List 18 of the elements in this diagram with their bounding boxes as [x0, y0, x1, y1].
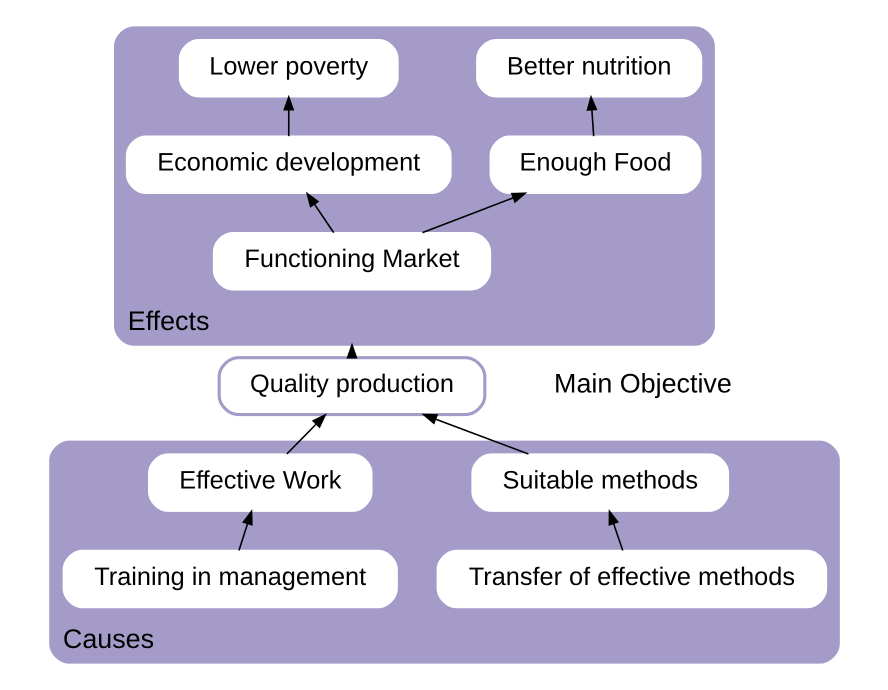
arrow	[238, 509, 252, 551]
arrow	[286, 413, 326, 455]
arrow	[305, 192, 334, 234]
node-box: Training in management	[62, 550, 398, 608]
arrow	[420, 414, 528, 455]
node-box: Suitable methods	[470, 453, 729, 512]
node-box: Transfer of effective methods	[436, 550, 827, 608]
arrow	[422, 192, 527, 234]
node-label: Main Objective	[554, 368, 732, 399]
node-box: Functioning Market	[212, 232, 491, 290]
node-box: Effective Work	[148, 453, 372, 512]
arrow	[282, 94, 294, 136]
node-box: Economic development	[125, 135, 452, 194]
node-box: Better nutrition	[476, 39, 702, 98]
arrow	[586, 94, 597, 136]
arrow	[608, 509, 623, 551]
node-box: Enough Food	[489, 135, 701, 194]
node-box: Lower poverty	[178, 39, 398, 98]
